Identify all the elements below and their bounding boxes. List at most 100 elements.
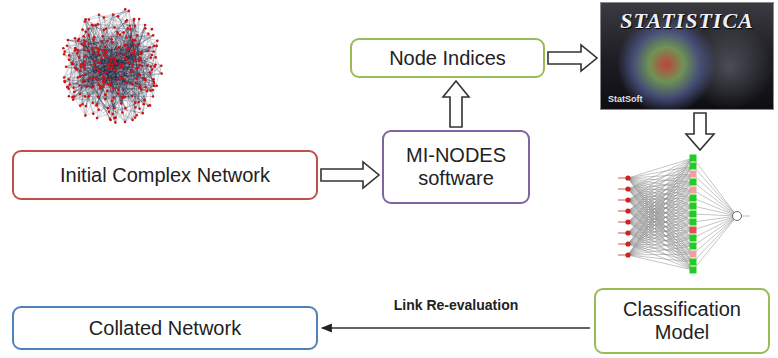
network-dot (107, 63, 110, 66)
network-dot (129, 35, 132, 38)
network-link (86, 32, 142, 66)
network-weight (628, 198, 693, 255)
input-neuron (625, 175, 630, 180)
network-dot (66, 44, 69, 47)
network-weight (628, 190, 693, 244)
network-dot (72, 86, 75, 89)
network-link (134, 50, 157, 86)
software-splash: STATISTICAStatSoft (600, 2, 774, 110)
network-dot (111, 100, 114, 103)
network-dot (150, 65, 153, 68)
network-weight (693, 216, 737, 254)
network-dot (124, 121, 127, 124)
network-dot (91, 47, 94, 50)
network-dot (117, 15, 120, 18)
network-dot (68, 95, 71, 98)
hidden-neuron (690, 203, 697, 210)
input-neuron (625, 241, 630, 246)
box-label: MI-NODES software (392, 144, 520, 190)
network-dot (144, 86, 147, 89)
hidden-neuron (690, 251, 697, 258)
hidden-neuron (690, 219, 697, 226)
network-dot (62, 47, 65, 50)
software-box: MI-NODES software (382, 130, 530, 204)
network-dot (123, 54, 126, 57)
data-box: Node Indices (350, 38, 545, 78)
network-dot (152, 34, 155, 37)
network-dot (140, 51, 143, 54)
network-dot (138, 43, 141, 46)
network-dot (111, 41, 114, 44)
network-link (106, 39, 112, 50)
network-link (67, 67, 112, 87)
hidden-neuron (690, 179, 697, 186)
network-dot (84, 95, 87, 98)
network-dot (125, 81, 128, 84)
network-dot (79, 75, 82, 78)
hidden-neuron (690, 243, 697, 250)
network-link (128, 41, 157, 63)
network-dot (130, 52, 133, 55)
network-dot (97, 23, 100, 26)
network-dot (104, 93, 107, 96)
network-dot (125, 58, 128, 61)
network-dot (97, 79, 100, 82)
network-weight (628, 182, 693, 222)
network-dot (102, 35, 105, 38)
network-dot (97, 83, 100, 86)
network-dot (90, 24, 93, 27)
network-dot (84, 114, 87, 117)
network-dot (91, 102, 94, 105)
model-box: Classification Model (594, 288, 770, 354)
network-dot (84, 74, 87, 77)
network-dot (86, 85, 89, 88)
network-dot (140, 64, 143, 67)
network-weight (693, 198, 737, 216)
box-label: Collated Network (89, 317, 241, 340)
network-dot (111, 63, 114, 66)
network-dot (92, 85, 95, 88)
vendor-name: StatSoft (608, 95, 766, 105)
network-dot (102, 75, 105, 78)
network-weight (628, 246, 693, 255)
network-dot (76, 76, 79, 79)
network-dot (105, 27, 108, 30)
hidden-neuron (690, 227, 697, 234)
network-dot (132, 43, 135, 46)
network-dot (125, 36, 128, 39)
network-link (109, 28, 145, 111)
network-dot (112, 96, 115, 99)
network-link (115, 70, 154, 82)
network-weight (628, 222, 693, 255)
network-dot (121, 111, 124, 114)
network-dot (68, 83, 71, 86)
network-link (67, 46, 89, 97)
network-dot (76, 52, 79, 55)
network-weight (628, 166, 693, 255)
network-dot (81, 28, 84, 31)
network-weight (628, 214, 693, 255)
network-dot (96, 117, 99, 120)
network-dot (126, 19, 129, 22)
network-link (98, 52, 106, 72)
network-dot (110, 38, 113, 41)
network-dot (134, 82, 137, 85)
network-dot (92, 38, 95, 41)
link-arrow (322, 327, 590, 328)
network-dot (136, 34, 139, 37)
network-dot (102, 82, 105, 85)
network-link (82, 44, 108, 69)
hidden-neuron (690, 235, 697, 242)
network-dot (118, 46, 121, 49)
hidden-neuron (690, 195, 697, 202)
network-dot (124, 8, 127, 11)
network-dot (152, 50, 155, 53)
network-link (99, 15, 130, 26)
network-dot (98, 62, 101, 65)
network-dot (94, 67, 97, 70)
network-dot (114, 116, 117, 119)
network-dot (68, 54, 71, 57)
network-dot (121, 65, 124, 68)
network-weight (628, 238, 693, 255)
